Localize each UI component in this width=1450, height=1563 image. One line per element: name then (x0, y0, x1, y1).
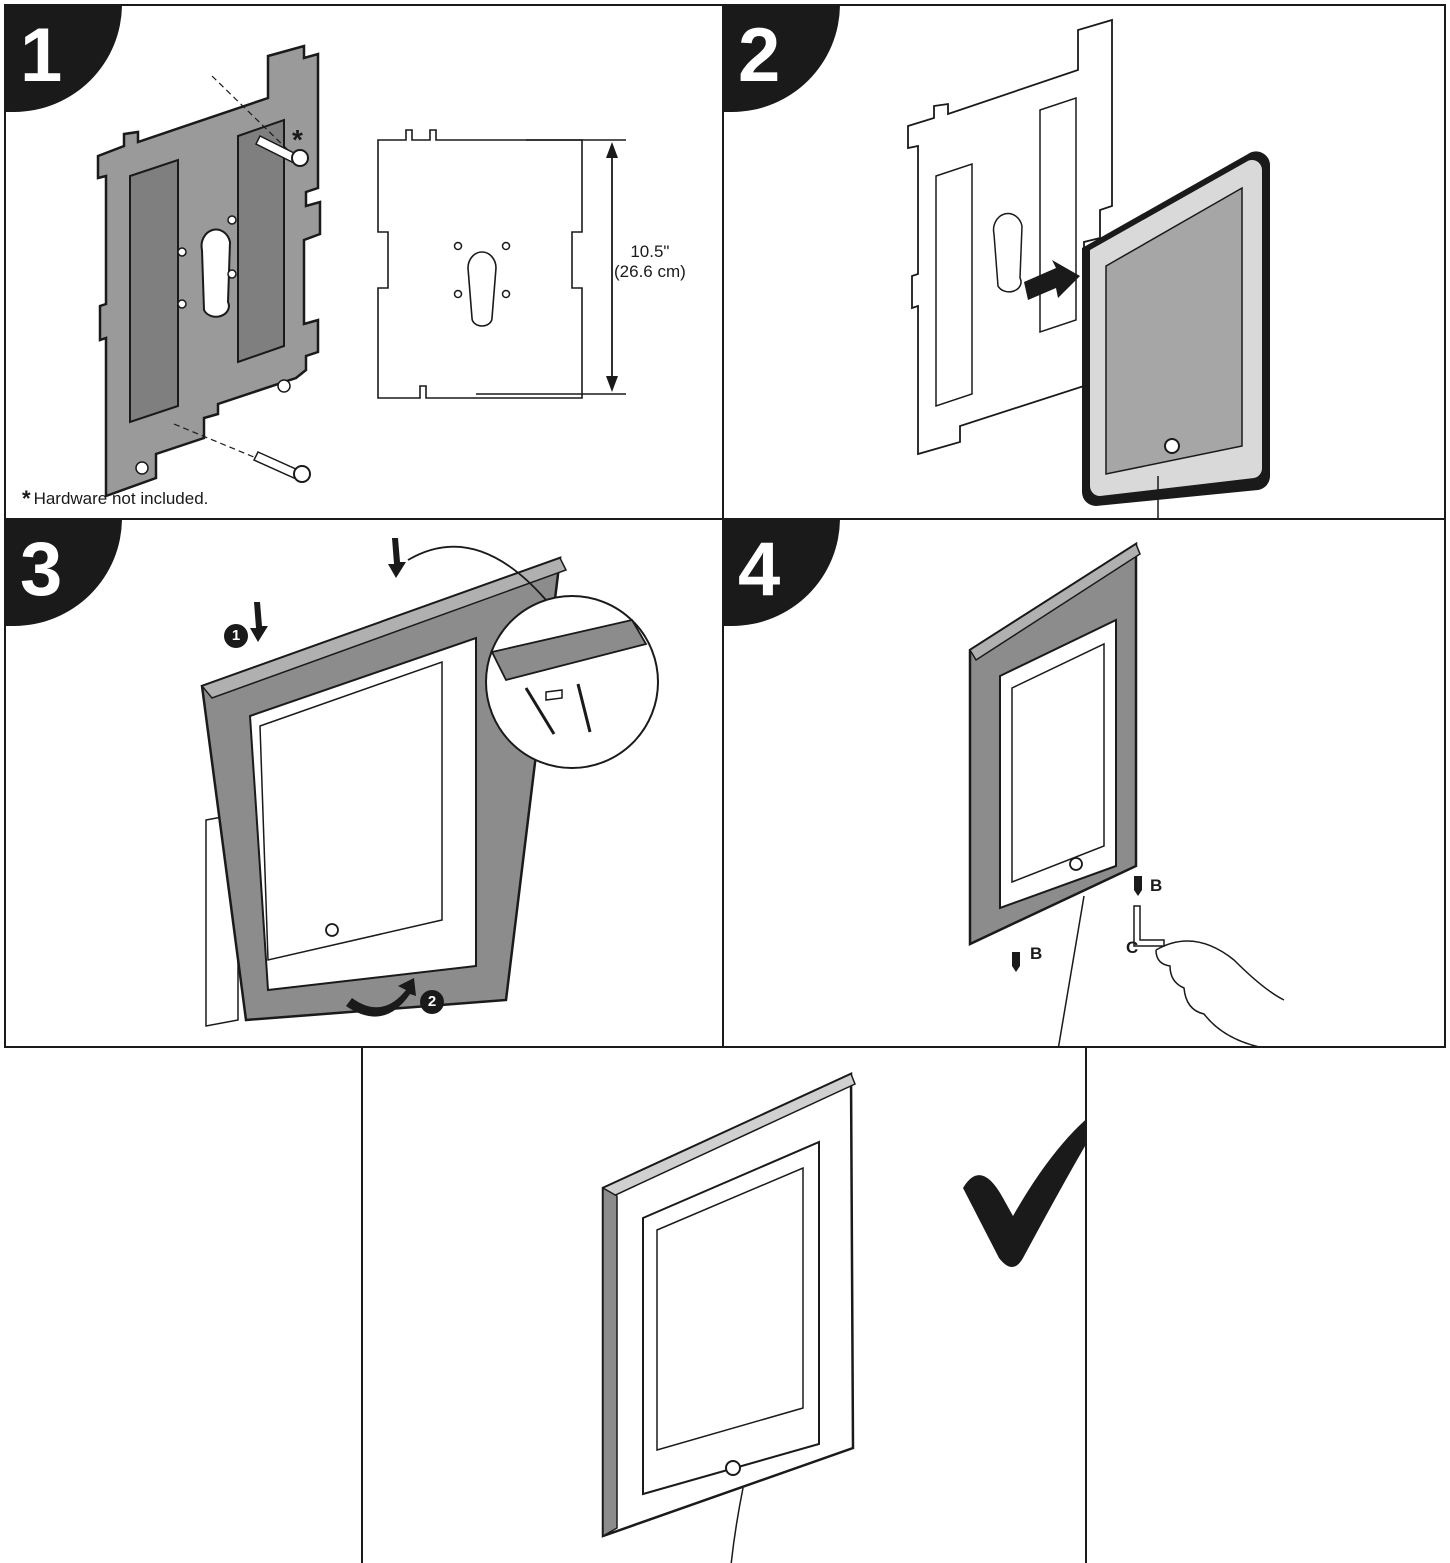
step-3-panel: 3 1 2 (4, 518, 724, 1048)
callout-1: 1 (224, 624, 248, 648)
zoom-leader (407, 545, 547, 601)
label-b-right: B (1150, 876, 1163, 895)
installed-frame-illustration (601, 1072, 1085, 1563)
step-number: 1 (20, 13, 63, 98)
step-number: 3 (20, 527, 63, 612)
step-badge: 1 (6, 6, 122, 112)
screw-fasten-illustration (968, 541, 1285, 1046)
allen-key (1133, 905, 1165, 947)
insertion-arrow (1024, 260, 1080, 300)
hardware-note: *Hardware not included. (22, 486, 208, 512)
rotate-arrow (346, 978, 416, 1017)
final-panel (361, 1046, 1087, 1563)
home-button (1164, 438, 1180, 454)
step-number: 4 (738, 527, 781, 612)
mounting-plate-illustration (96, 44, 626, 498)
guide-line-top (211, 75, 291, 153)
plate-keyhole (200, 228, 232, 318)
screw-b-left (1012, 952, 1020, 972)
frame-top-edge (200, 557, 568, 699)
tablet-screen (1011, 642, 1105, 884)
dimension-label: 10.5" (26.6 cm) (614, 242, 686, 282)
tablet-screen (259, 660, 443, 961)
screw-bottom (252, 451, 300, 479)
step-4-panel: 4 B B C (722, 518, 1446, 1048)
tablet-insertion-illustration (907, 18, 1271, 518)
dimension-cm: (26.6 cm) (614, 262, 686, 281)
step-1-panel: 1 * 10.5" (4, 4, 724, 520)
checkmark-icon (963, 1120, 1085, 1267)
screw-b-right (1134, 876, 1142, 896)
frame-attach-illustration (200, 538, 659, 1027)
dimension-inches: 10.5" (630, 242, 670, 261)
plate-channel-right (237, 118, 285, 364)
note-asterisk: * (22, 486, 31, 511)
plate-channel-left (129, 158, 179, 424)
step-2-panel: 2 (722, 4, 1446, 520)
hardware-asterisk: * (292, 124, 303, 155)
note-text: Hardware not included. (33, 489, 209, 508)
callout-2: 2 (420, 990, 444, 1014)
tablet-screen (656, 1166, 804, 1451)
hand (1155, 940, 1285, 1046)
press-arrow-left (250, 602, 268, 642)
press-arrow-top (388, 538, 406, 578)
label-c: C (1126, 938, 1139, 957)
tablet-screen (1105, 186, 1243, 475)
label-b-left: B (1030, 944, 1043, 963)
step-number: 2 (738, 13, 781, 98)
